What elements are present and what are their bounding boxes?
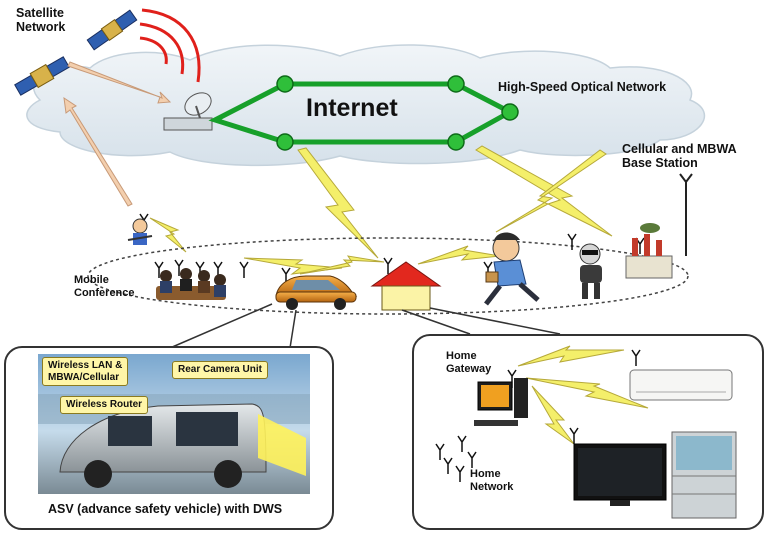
network-node xyxy=(447,133,465,151)
network-node xyxy=(501,103,519,121)
home-gateway-label: Home Gateway xyxy=(446,350,492,375)
rear-camera-callout: Rear Camera Unit xyxy=(172,361,268,379)
satellite-network-label: Satellite Network xyxy=(16,6,66,35)
factory-icon xyxy=(625,223,673,279)
base-station-label: Cellular and MBWA Base Station xyxy=(622,142,737,171)
satellite-icon xyxy=(86,9,138,51)
refrigerator-icon xyxy=(671,431,737,519)
home-network-label: Home Network xyxy=(470,468,514,493)
running-man-icon xyxy=(484,232,540,306)
internet-label: Internet xyxy=(306,94,398,122)
internet-ring xyxy=(208,75,519,151)
meeting-people-icon xyxy=(156,268,226,300)
uplink-arrows xyxy=(63,61,172,207)
asv-caption: ASV (advance safety vehicle) with DWS xyxy=(48,502,283,516)
optical-network-label: High-Speed Optical Network xyxy=(498,80,667,94)
desktop-pc-icon xyxy=(474,378,528,426)
air-conditioner-icon xyxy=(629,369,733,401)
network-node xyxy=(276,133,294,151)
callout-lines xyxy=(169,303,561,349)
mobile-zone xyxy=(87,237,689,315)
wireless-lan-callout: Wireless LAN & MBWA/Cellular xyxy=(42,357,129,386)
antenna-icon xyxy=(679,173,693,256)
network-node xyxy=(447,75,465,93)
wireless-router-callout: Wireless Router xyxy=(60,396,149,414)
home-devices xyxy=(435,345,737,519)
satellite-icon xyxy=(14,56,70,96)
wireless-links xyxy=(149,145,613,275)
signal-waves xyxy=(139,8,201,83)
network-node xyxy=(276,75,294,93)
robot-icon xyxy=(579,243,602,299)
optical-network-cloud xyxy=(26,44,706,167)
mobile-conference-label: Mobile Conference xyxy=(74,274,135,299)
running-man-icon xyxy=(127,218,153,245)
dish-antenna-icon xyxy=(163,92,213,131)
house-icon xyxy=(370,261,442,311)
television-icon xyxy=(573,443,667,506)
car-icon xyxy=(275,275,358,310)
